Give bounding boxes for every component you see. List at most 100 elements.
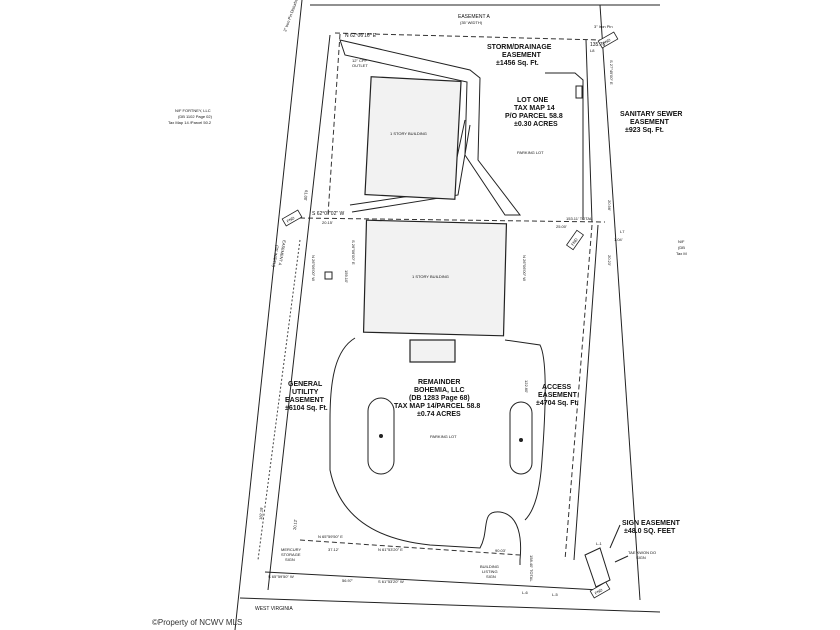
distance-mid-right: 153.11' TOTAL (566, 216, 593, 221)
gue-4: ±6104 Sq. Ft. (285, 405, 328, 412)
island-west-dot (379, 434, 383, 438)
sign-easement-1: SIGN EASEMENT (622, 520, 681, 527)
east-boundary-inner (585, 39, 593, 223)
lot-one-4: ±0.30 ACRES (514, 121, 558, 128)
iron-pin-left: 3" Iron Pin Disturbed (282, 0, 299, 32)
building-listing-2: LISTING (482, 569, 498, 574)
mercury-2: STORAGE (281, 552, 301, 557)
cpp-label: 12" CPP (352, 58, 368, 63)
lot-one-1: LOT ONE (517, 97, 548, 104)
parking-1: PARKING LOT (517, 150, 544, 155)
sign-easement-2: ±48.0 SQ. FEET (624, 528, 676, 535)
l8-label: L8 (590, 48, 595, 53)
distance-15910: 159.10' (344, 270, 349, 283)
remainder-2: BOHEMIA, LLC (414, 387, 465, 394)
fnd-tag-top-right: FND (597, 31, 619, 49)
bearing-vertical-left: N 26°06'00" W (311, 255, 316, 281)
distance-2023: 20.23' (607, 255, 612, 266)
sign-easement-shape (584, 547, 611, 588)
distance-low-2: 90.03' (495, 548, 506, 553)
parking-lot-outline (329, 337, 522, 565)
lot-one-west-line (327, 33, 341, 216)
building-listing-3: SIGN (486, 574, 496, 579)
access-easement-line-2 (573, 224, 599, 561)
distance-2096: 20.96' (607, 200, 612, 211)
distance-18219: 182.19' (258, 506, 264, 520)
bearing-vertical-mid: S 26°06'00" E (351, 240, 356, 265)
distance-25: 25.00' (556, 224, 567, 229)
bearing-top: N 62°06'16" E (345, 33, 377, 39)
storm-drainage-easement (339, 39, 522, 216)
access-easement-line (564, 224, 593, 561)
nf-right-3: Tax M (676, 251, 687, 256)
sign-easement-leader (609, 524, 621, 549)
cpp-label-2: OUTLET (352, 63, 368, 68)
remainder-5: ±0.74 ACRES (417, 411, 461, 418)
building-listing-1: BUILDING (480, 564, 499, 569)
fortney-1: N/F FORTNEY, LLC (175, 108, 211, 113)
l7-label: L7 (620, 229, 625, 234)
building-lower-porch (409, 339, 456, 363)
l5-label: L-5 (552, 592, 559, 597)
fnd-tag-mid-right: FND (566, 229, 584, 251)
fortney-3: Tax Map 14 /Parcel 50.2 (168, 120, 212, 125)
bearing-mid: S 62°07'02" W (312, 211, 345, 217)
access-1: ACCESS (542, 384, 572, 391)
road-name: WEST VIRGINIA (255, 606, 293, 612)
tae-kwon-do-1: TAE KWON DO (628, 550, 656, 555)
distance-top-right: 135.76' (590, 42, 606, 48)
gue-1: GENERAL (288, 381, 323, 388)
easement-a-left-width: (35' WIDTH) (271, 245, 280, 268)
lot-one-east-edge (545, 72, 584, 220)
building-upper (364, 76, 462, 200)
distance-bottom-1: 56.97' (342, 578, 353, 583)
distance-mid-left: 20.15' (322, 220, 333, 225)
remainder-1: REMAINDER (418, 379, 460, 386)
svg-text:FND: FND (602, 37, 612, 45)
svg-text:FND: FND (570, 237, 579, 247)
west-right-of-way-outer (234, 0, 303, 630)
bearing-bottom-1: S 65°59'50" W (268, 574, 294, 579)
distance-low-1: 37.12' (328, 547, 339, 552)
fnd-tag-mid-left: FND (281, 209, 303, 227)
west-right-of-way-inner (267, 34, 331, 591)
storm-title-2: EASEMENT (502, 52, 542, 59)
east-boundary-outer (599, 4, 641, 601)
storm-area: ±1456 Sq. Ft. (496, 60, 539, 67)
parking-2: PARKING LOT (430, 434, 457, 439)
island-east-dot (519, 438, 523, 442)
easement-a-bottom-line (334, 32, 601, 41)
sewer-1: SANITARY SEWER (620, 111, 683, 118)
iron-pin-right: 3" Iron Pin (594, 24, 613, 29)
access-2: EASEMENT (538, 392, 578, 399)
bearing-bottom-2: S 61°53'20" W (378, 579, 404, 584)
access-3: ±4704 Sq. Ft. (536, 400, 579, 407)
lot-one-2: TAX MAP 14 (514, 105, 555, 112)
remainder-3: (DB 1283 Page 68) (409, 395, 470, 402)
remainder-4: TAX MAP 14/PARCEL 58.8 (394, 403, 480, 410)
lot-one-marker (575, 85, 583, 99)
svg-text:FND: FND (286, 215, 296, 223)
lot-one-3: P/O PARCEL 58.8 (505, 113, 563, 120)
tae-kwon-do-2: SIGN (636, 555, 646, 560)
fortney-2: (DB 1102 Page 02) (178, 114, 213, 119)
easement-a-label: EASEMENT A (458, 14, 491, 20)
parking-island-west (367, 397, 395, 475)
sewer-3: ±923 Sq. Ft. (625, 127, 664, 134)
building-upper-label: 1 STORY BUILDING (390, 131, 427, 136)
road-right-of-way (239, 597, 661, 613)
distance-6100: 61.00' (303, 190, 309, 201)
building-lower-label: 1 STORY BUILDING (412, 274, 449, 279)
general-utility-easement-line (257, 239, 301, 561)
lot-divider-line (299, 217, 606, 223)
parking-island-east (509, 401, 533, 475)
parking-lot-east-edge (504, 339, 546, 521)
distance-12260: 122.60' (524, 380, 529, 393)
svg-text:FND: FND (594, 587, 604, 595)
nf-right-1: N/F (678, 239, 685, 244)
mercury-3: SIGN (285, 557, 295, 562)
l1-label: L-1 (596, 541, 603, 546)
south-boundary-upper (299, 539, 521, 556)
mercury-1: MERCURY (281, 547, 301, 552)
